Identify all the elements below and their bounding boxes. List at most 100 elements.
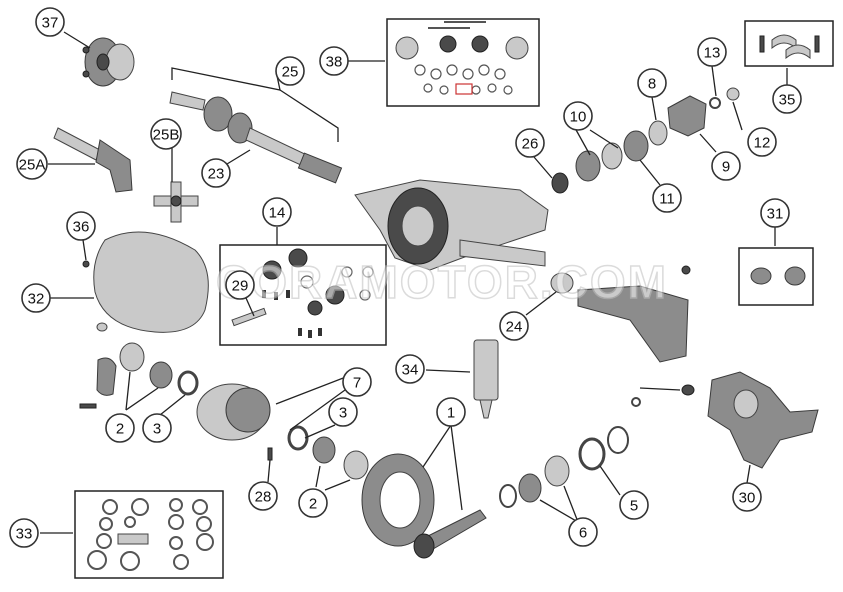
callout-number: 13 [704, 45, 721, 62]
callout-circle [436, 397, 466, 427]
callout-36: 36 [66, 211, 96, 241]
callout-1: 1 [436, 397, 466, 427]
callout-35: 35 [772, 84, 802, 114]
callout-number: 38 [326, 54, 343, 71]
callout-25: 25 [275, 56, 305, 86]
callout-34: 34 [395, 354, 425, 384]
callout-number: 30 [739, 490, 756, 507]
callout-number: 24 [506, 319, 523, 336]
callout-32: 32 [21, 283, 51, 313]
stub-shaft-yoke [53, 127, 133, 193]
callout-14: 14 [262, 197, 292, 227]
callout-circle [515, 128, 545, 158]
carrier-bearings-left [79, 342, 199, 409]
callout-number: 28 [255, 489, 272, 506]
callout-9: 9 [711, 151, 741, 181]
callout-circle [142, 413, 172, 443]
callout-circle [105, 413, 135, 443]
steering-knuckle [707, 371, 819, 469]
callout-number: 32 [28, 291, 45, 308]
callout-37: 37 [35, 7, 65, 37]
callout-circle [568, 517, 598, 547]
callout-13: 13 [697, 37, 727, 67]
callout-circle [697, 37, 727, 67]
callout-circle [298, 488, 328, 518]
spider-gear-kit-contents [231, 248, 374, 338]
watermark: CORAMOTOR.COM [216, 256, 668, 308]
pinion-bearings-and-seal [575, 120, 668, 182]
callout-number: 11 [659, 191, 675, 208]
callout-number: 3 [339, 405, 347, 422]
pinion-shim [551, 172, 569, 194]
callout-number: 2 [116, 421, 124, 438]
kit-box-31 [738, 247, 814, 306]
pinion-shims-and-bearings [499, 384, 695, 508]
callout-circle [262, 197, 292, 227]
callout-number: 10 [570, 109, 587, 126]
callout-6: 6 [568, 517, 598, 547]
callout-number: 12 [754, 135, 771, 152]
callout-24: 24 [499, 311, 529, 341]
callout-number: 25B [153, 127, 180, 144]
callout-circle [150, 118, 182, 150]
callout-circle [9, 518, 39, 548]
callout-number: 33 [16, 526, 33, 543]
callout-circle [328, 397, 358, 427]
kit-box-38 [386, 18, 540, 107]
callout-23: 23 [201, 158, 231, 188]
callout-number: 35 [779, 92, 796, 109]
callout-circle [319, 46, 349, 76]
callout-30: 30 [732, 482, 762, 512]
callout-circle [275, 56, 305, 86]
callout-circle [395, 354, 425, 384]
callout-circle [747, 127, 777, 157]
kit-box-33 [74, 490, 224, 579]
callout-number: 36 [73, 219, 90, 236]
callout-number: 6 [579, 525, 587, 542]
callout-number: 26 [522, 136, 539, 153]
callout-number: 7 [353, 375, 361, 392]
differential-case [196, 383, 271, 441]
callout-number: 14 [269, 205, 286, 222]
callout-8: 8 [637, 68, 667, 98]
ring-gear-bolt [267, 447, 273, 461]
u-bolt-strap-kit [759, 34, 820, 60]
callout-29: 29 [225, 270, 255, 300]
callout-circle [201, 158, 231, 188]
callout-number: 9 [722, 159, 730, 176]
callout-28: 28 [248, 481, 278, 511]
callout-circle [711, 151, 741, 181]
callout-circle [652, 183, 682, 213]
callout-labels: 3725381335810122691125A25B23143631322924… [9, 7, 802, 548]
callout-38: 38 [319, 46, 349, 76]
callout-25b: 25B [150, 118, 182, 150]
callout-number: 31 [767, 206, 784, 223]
callout-circle [35, 7, 65, 37]
callout-31: 31 [760, 198, 790, 228]
carrier-bearings-right [287, 425, 369, 480]
callout-number: 3 [153, 421, 161, 438]
callout-circle [772, 84, 802, 114]
kit-box-35 [744, 20, 834, 67]
callout-5: 5 [619, 490, 649, 520]
callout-number: 29 [232, 278, 249, 295]
axle-housing [354, 179, 549, 271]
leader-lines [40, 31, 788, 534]
master-overhaul-kit-contents [395, 21, 529, 95]
callout-number: 25 [282, 64, 299, 81]
callout-circle [619, 490, 649, 520]
callout-circle [760, 198, 790, 228]
axle-tube-and-seal [550, 265, 691, 363]
callout-2a: 2 [105, 413, 135, 443]
callout-number: 37 [42, 15, 59, 32]
callout-circle [66, 211, 96, 241]
callout-number: 1 [447, 405, 455, 422]
axle-shaft-assembly [169, 91, 343, 184]
ring-and-pinion-gear-set [361, 453, 487, 559]
differential-cover [82, 231, 209, 333]
callout-circle [499, 311, 529, 341]
callout-circle [16, 148, 48, 180]
callout-circle [563, 101, 593, 131]
callout-number: 25A [19, 157, 46, 174]
bearing-seal-kit-contents [87, 498, 214, 571]
